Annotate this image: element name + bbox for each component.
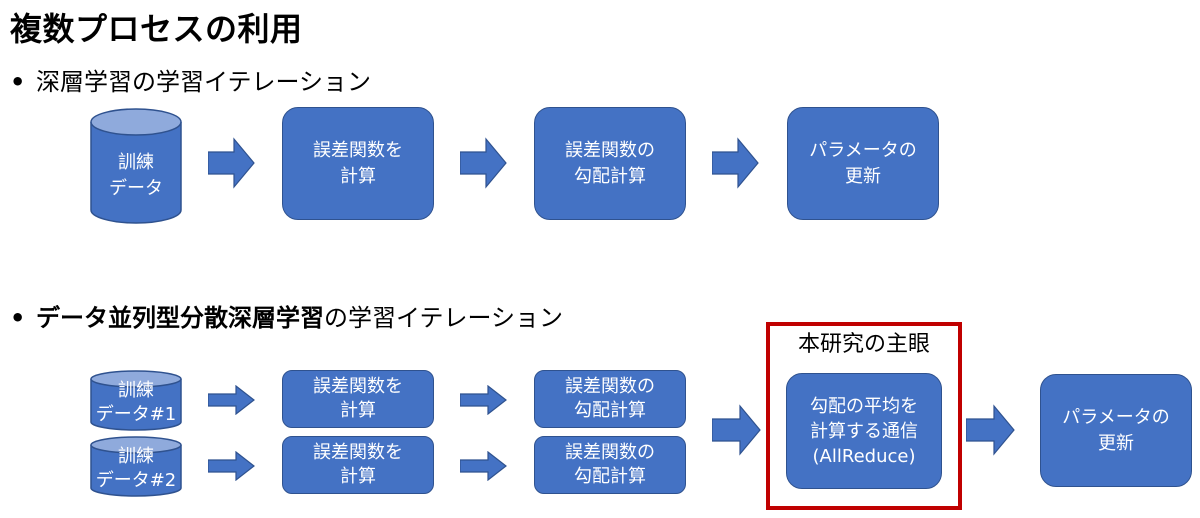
bullet-marker: • bbox=[10, 304, 26, 332]
update-params-box: パラメータの 更新 bbox=[787, 107, 939, 220]
update-params-label: パラメータの 更新 bbox=[809, 139, 917, 187]
arrow-icon bbox=[966, 404, 1015, 456]
arrow-icon bbox=[712, 404, 761, 456]
training-data-label: 訓練 データ bbox=[109, 152, 163, 199]
bullet-sequential-text: 深層学習の学習イテレーション bbox=[36, 68, 372, 96]
allreduce-box: 勾配の平均を 計算する通信 (AllReduce) bbox=[786, 373, 942, 489]
compute-gradient-box-1: 誤差関数の 勾配計算 bbox=[534, 370, 686, 428]
focus-highlight-label: 本研究の主眼 bbox=[797, 332, 930, 357]
compute-loss-box-1: 誤差関数を 計算 bbox=[282, 370, 434, 428]
arrow-icon bbox=[208, 137, 255, 189]
bullet-data-parallel-bold: データ並列型分散深層学習 bbox=[36, 304, 324, 332]
arrow-icon bbox=[460, 385, 507, 415]
bullet-data-parallel: • データ並列型分散深層学習の学習イテレーション bbox=[10, 298, 563, 333]
allreduce-label: 勾配の平均を 計算する通信 (AllReduce) bbox=[810, 395, 918, 467]
compute-loss-box-2: 誤差関数を 計算 bbox=[282, 436, 434, 494]
bullet-data-parallel-text: の学習イテレーション bbox=[324, 304, 564, 332]
arrow-icon bbox=[460, 451, 507, 481]
compute-loss-label-2: 誤差関数を 計算 bbox=[313, 442, 403, 487]
compute-loss-label: 誤差関数を 計算 bbox=[313, 139, 403, 187]
compute-gradient-box-2: 誤差関数の 勾配計算 bbox=[534, 436, 686, 494]
training-data-2-label: 訓練 データ#2 bbox=[95, 446, 177, 491]
bullet-marker: • bbox=[10, 68, 26, 96]
training-data-1-label: 訓練 データ#1 bbox=[95, 380, 177, 425]
arrow-icon bbox=[712, 137, 759, 189]
compute-loss-label-1: 誤差関数を 計算 bbox=[313, 376, 403, 421]
compute-gradient-label: 誤差関数の 勾配計算 bbox=[565, 139, 655, 187]
update-params-box-2: パラメータの 更新 bbox=[1040, 374, 1192, 487]
update-params-label-2: パラメータの 更新 bbox=[1062, 406, 1170, 454]
focus-highlight-frame bbox=[766, 322, 962, 510]
training-data-cylinder bbox=[90, 108, 182, 224]
bullet-sequential: • 深層学習の学習イテレーション bbox=[10, 62, 371, 97]
arrow-icon bbox=[460, 137, 507, 189]
training-data-1-cylinder bbox=[90, 370, 182, 431]
compute-loss-box: 誤差関数を 計算 bbox=[282, 107, 434, 220]
compute-gradient-label-1: 誤差関数の 勾配計算 bbox=[565, 376, 655, 421]
training-data-2-cylinder bbox=[90, 436, 182, 497]
compute-gradient-label-2: 誤差関数の 勾配計算 bbox=[565, 442, 655, 487]
slide-title: 複数プロセスの利用 bbox=[10, 10, 303, 48]
arrow-icon bbox=[208, 385, 255, 415]
arrow-icon bbox=[208, 451, 255, 481]
compute-gradient-box: 誤差関数の 勾配計算 bbox=[534, 107, 686, 220]
